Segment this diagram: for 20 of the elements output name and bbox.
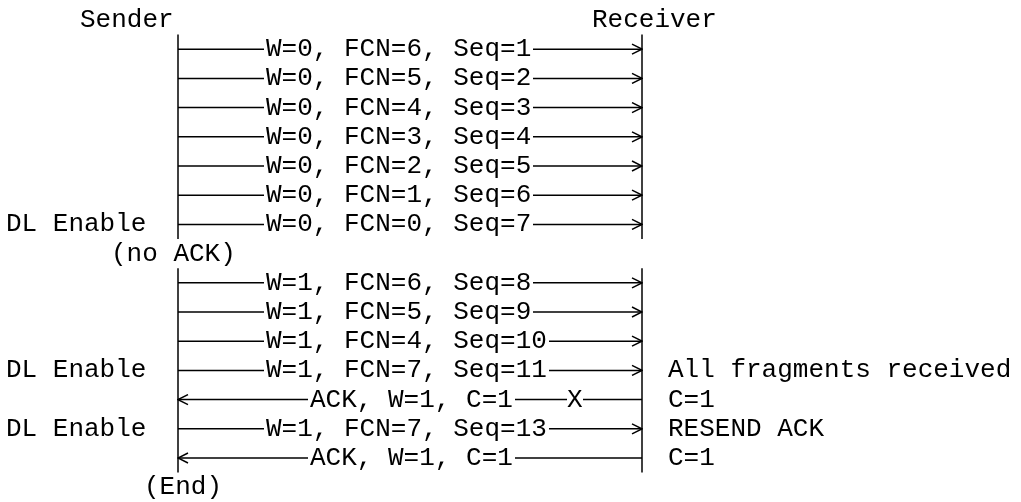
edge-label: ACK, W=1, C=1 bbox=[308, 445, 515, 471]
participant-label: Sender bbox=[80, 6, 174, 34]
note-text: DL Enable bbox=[6, 356, 147, 385]
note-text: DL Enable bbox=[6, 210, 147, 239]
edge-label: W=0, FCN=2, Seq=5 bbox=[264, 153, 534, 179]
edge-label: W=0, FCN=6, Seq=1 bbox=[264, 36, 534, 63]
edge-label: W=1, FCN=4, Seq=10 bbox=[264, 328, 549, 355]
note-text: All fragments received bbox=[668, 356, 1012, 385]
note-text: C=1 bbox=[668, 444, 715, 472]
edge-label: W=0, FCN=0, Seq=7 bbox=[264, 211, 534, 238]
edge-label: W=1, FCN=5, Seq=9 bbox=[264, 299, 534, 325]
edge-label: W=0, FCN=5, Seq=2 bbox=[264, 65, 534, 92]
note-text: RESEND ACK bbox=[668, 414, 825, 443]
note-text: C=1 bbox=[668, 385, 715, 414]
note-text: DL Enable bbox=[6, 414, 147, 443]
note-text: (no ACK) bbox=[111, 239, 236, 268]
edge-label: W=1, FCN=7, Seq=11 bbox=[264, 357, 549, 384]
note-text: (End) bbox=[144, 473, 222, 502]
participant-label: Receiver bbox=[592, 6, 717, 34]
edge-label: W=0, FCN=1, Seq=6 bbox=[264, 182, 534, 209]
